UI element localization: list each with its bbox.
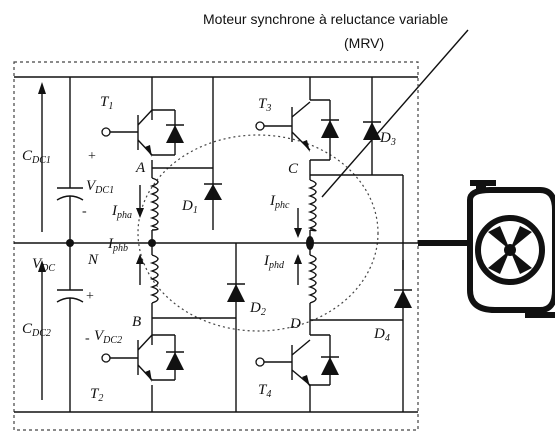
label-t2: T2	[90, 386, 103, 404]
label-iphc: Iphc	[269, 193, 290, 211]
label-iphb: Iphb	[107, 236, 128, 254]
machine-boundary	[137, 134, 379, 332]
iphc-arrowhead	[294, 228, 302, 238]
node-n	[66, 239, 74, 247]
transistor-t1	[101, 109, 184, 157]
node-cd	[306, 236, 314, 250]
label-t1: T1	[100, 94, 113, 112]
label-cdc2: CDC2	[22, 321, 51, 339]
label-d2: D2	[249, 300, 266, 318]
label-cdc1: CDC1	[22, 148, 51, 166]
label-node-b: B	[132, 314, 141, 330]
transistor-t2	[101, 334, 184, 382]
coil-phc	[307, 179, 317, 232]
label-minus-1: -	[82, 204, 87, 219]
label-node-d: D	[289, 316, 301, 332]
label-plus-2: +	[86, 289, 94, 304]
diode-d3	[310, 77, 381, 176]
converter-boundary	[13, 61, 419, 431]
transistor-t3	[255, 99, 339, 161]
ipha-arrowhead	[136, 208, 144, 218]
label-t3: T3	[258, 96, 271, 114]
label-minus-2: -	[85, 331, 90, 346]
title-pointer	[321, 29, 469, 198]
label-plus-1: +	[88, 149, 96, 164]
node-ab	[148, 239, 156, 247]
label-node-c: C	[288, 161, 299, 177]
diode-d1	[152, 77, 222, 230]
title-line1: Moteur synchrone à reluctance variable	[203, 11, 448, 27]
motor-icon	[467, 180, 555, 318]
coil-pha	[149, 177, 159, 231]
label-iphd: Iphd	[263, 253, 285, 271]
diode-d4	[310, 174, 412, 412]
label-ipha: Ipha	[111, 203, 132, 221]
title-line2: (MRV)	[344, 35, 384, 51]
transistor-t4	[255, 334, 339, 387]
label-t4: T4	[258, 382, 271, 400]
label-vdc: VDC	[32, 256, 55, 274]
iphb-arrowhead	[136, 254, 144, 264]
iphd-arrowhead	[294, 254, 302, 264]
vdc-arrowhead	[38, 260, 46, 272]
label-d3: D3	[379, 130, 396, 148]
label-d4: D4	[373, 326, 390, 344]
coil-phd	[307, 254, 317, 304]
label-node-n: N	[87, 252, 99, 268]
label-vdc1: VDC1	[86, 178, 114, 196]
label-d1: D1	[181, 198, 198, 216]
label-vdc2: VDC2	[94, 328, 122, 346]
vdc1-arrowhead	[38, 82, 46, 94]
coil-phb	[149, 254, 159, 304]
diode-d2	[227, 243, 245, 412]
label-node-a: A	[135, 160, 146, 176]
